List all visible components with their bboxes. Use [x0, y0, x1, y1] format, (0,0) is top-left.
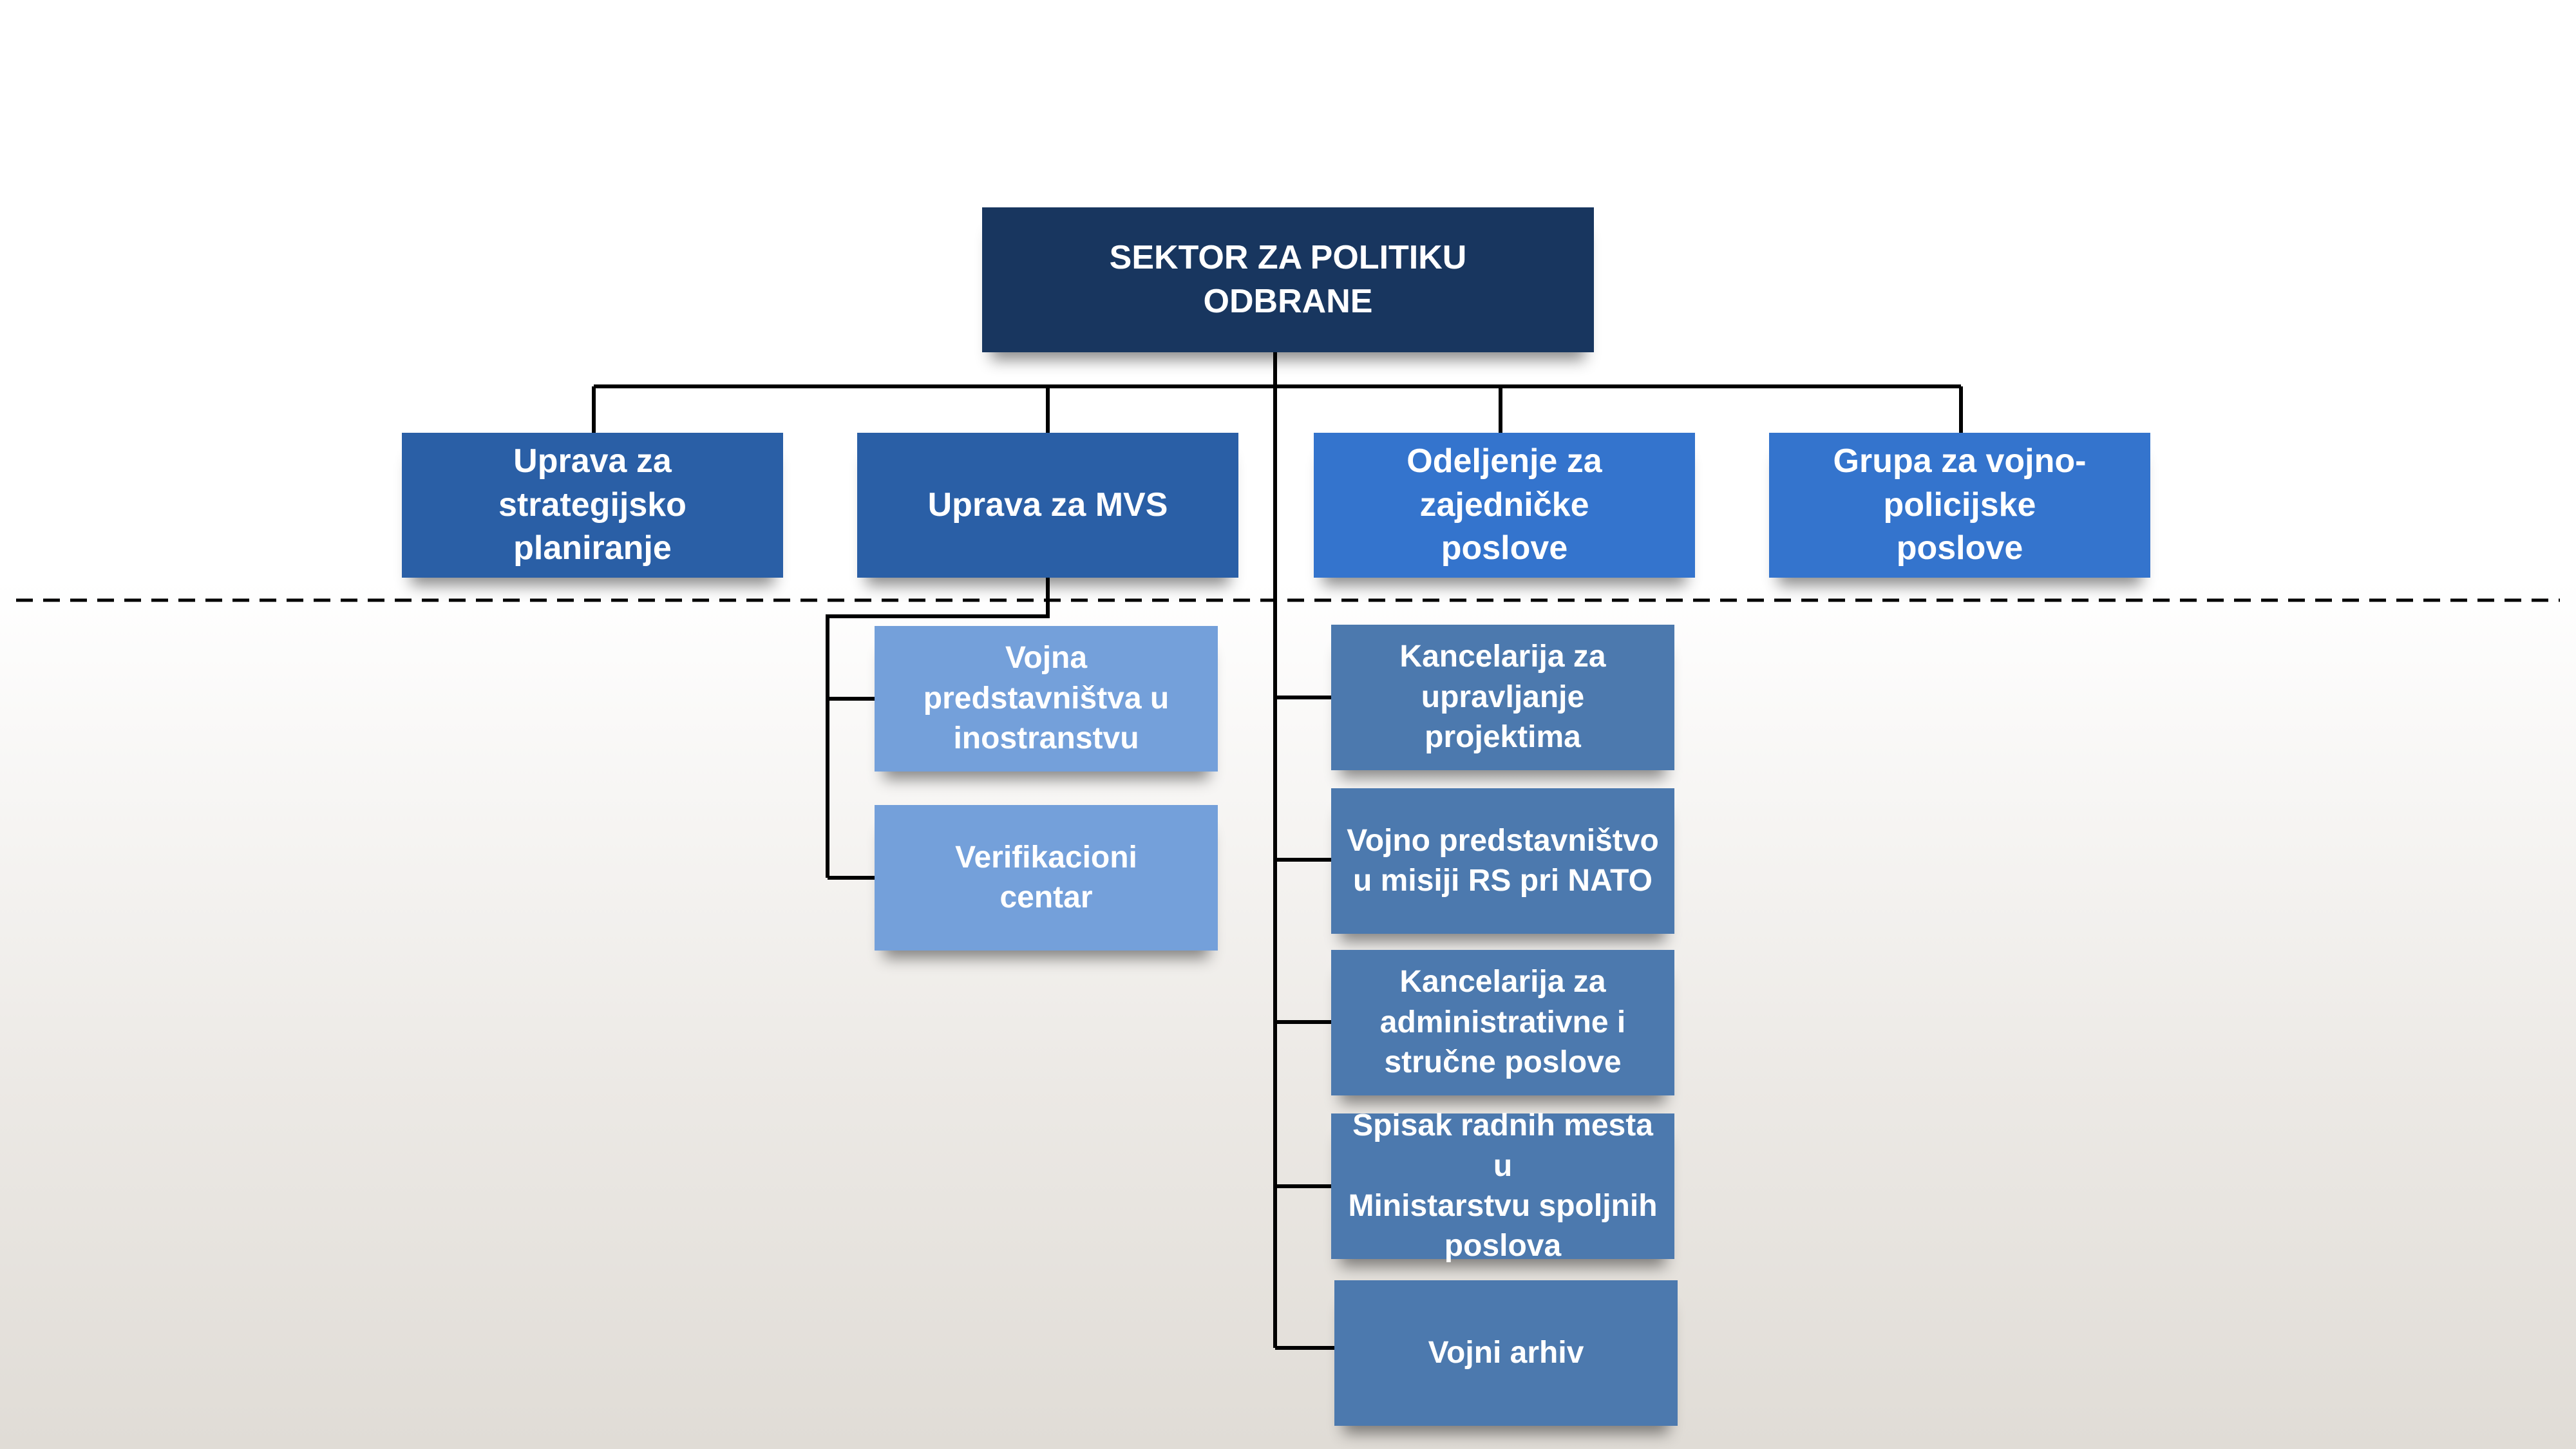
- node-military-police-affairs: Grupa za vojno- policijske poslove: [1769, 433, 2150, 578]
- connector-mvs-down: [826, 576, 1050, 878]
- node-strategic-planning: Uprava za strategijsko planiranje: [402, 433, 783, 578]
- node-common-affairs: Odeljenje za zajedničke poslove: [1314, 433, 1695, 578]
- node-military-missions-abroad: Vojna predstavništva u inostranstvu: [875, 626, 1218, 772]
- node-foreign-ministry-posts: Spisak radnih mesta u Ministarstvu spolj…: [1331, 1108, 1674, 1263]
- node-military-archive: Vojni arhiv: [1334, 1280, 1678, 1426]
- node-administrative-office: Kancelarija za administrativne i stručne…: [1331, 950, 1674, 1095]
- node-verification-center: Verifikacioni centar: [875, 805, 1218, 951]
- node-project-management-office: Kancelarija za upravljanje projektima: [1331, 625, 1674, 770]
- root-node-defense-policy-sector: SEKTOR ZA POLITIKU ODBRANE: [982, 207, 1594, 352]
- node-nato-mission: Vojno predstavništvo u misiji RS pri NAT…: [1331, 788, 1674, 934]
- node-mvs-directorate: Uprava za MVS: [857, 433, 1238, 578]
